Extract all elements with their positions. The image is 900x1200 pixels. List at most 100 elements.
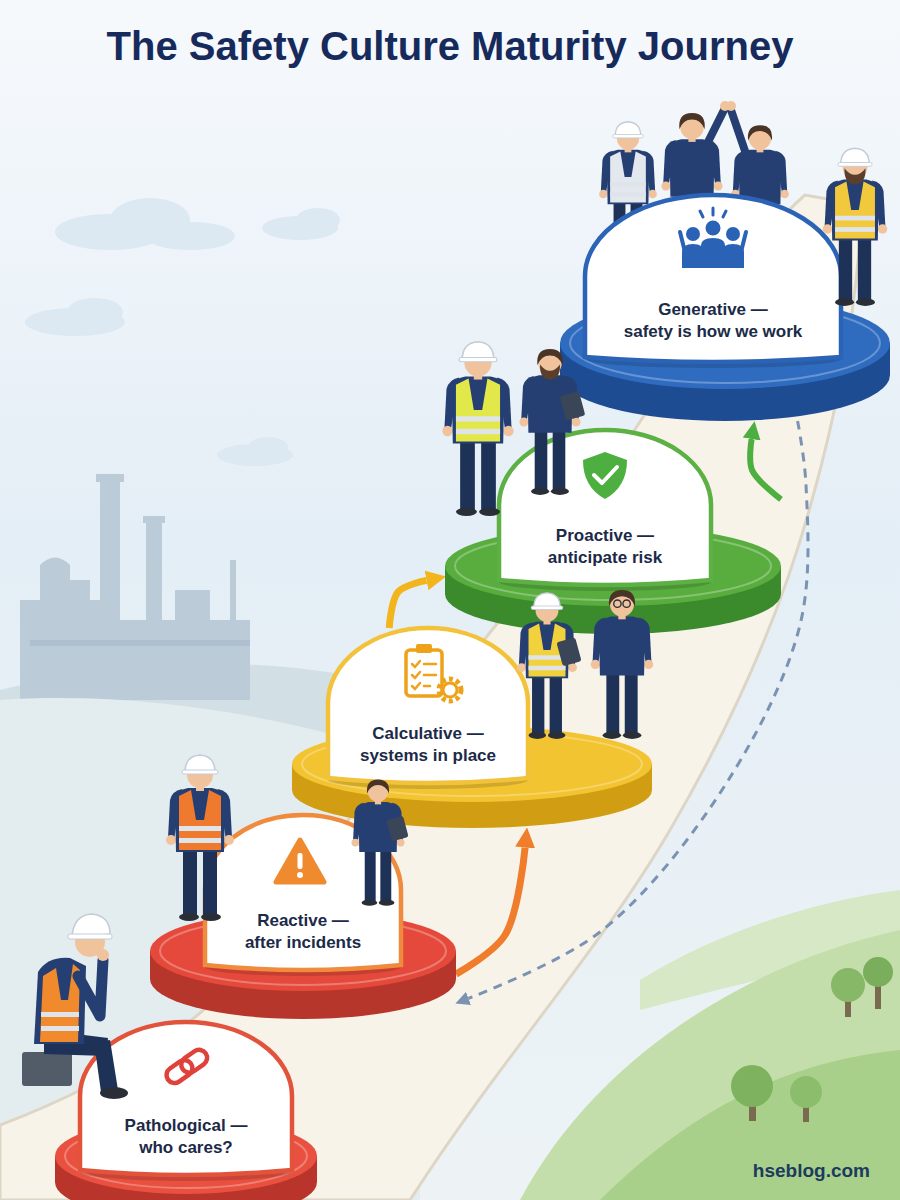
- worker-figure-part: [456, 416, 500, 434]
- checklist-icon-part: [412, 661, 420, 689]
- seated-worker-part: [68, 934, 112, 939]
- stage-dome: [205, 815, 401, 970]
- worker-figure-part: [540, 364, 560, 379]
- team-icon-part: [700, 208, 726, 217]
- stage-label-area: Pathological — who cares?: [80, 1115, 292, 1159]
- diagram-title: The Safety Culture Maturity Journey: [107, 24, 794, 69]
- chain-icon: [163, 1047, 210, 1086]
- stage-dome: [80, 1022, 292, 1175]
- team-icon-part: [706, 221, 721, 236]
- worker-figure-part: [560, 391, 586, 420]
- tree-part: [875, 985, 881, 1009]
- worker-figure-part: [844, 168, 865, 184]
- cloud-part: [67, 298, 123, 326]
- factory-silhouette: [20, 474, 250, 700]
- worker-figure: [351, 779, 408, 905]
- worker-figure-part: [823, 155, 888, 306]
- worker-figure-part: [442, 349, 513, 516]
- worker-figure-part: [367, 779, 389, 793]
- worker-figure-part: [459, 342, 497, 362]
- stage-dome: [585, 195, 841, 362]
- shield-icon-part: [594, 467, 617, 483]
- team-worker-part: [613, 122, 644, 138]
- worker-figure-part: [556, 637, 581, 666]
- seated-worker-part: [40, 964, 80, 1042]
- factory-silhouette-part: [175, 590, 210, 620]
- team-worker-part: [748, 125, 772, 140]
- platform-shape: [55, 1022, 317, 1200]
- worker-figure: [591, 590, 654, 739]
- shield-icon: [583, 452, 627, 499]
- checklist-icon-part: [443, 683, 457, 697]
- cloud-part: [145, 222, 235, 250]
- worker-figure-part: [166, 762, 234, 921]
- journey-road: [0, 195, 862, 1200]
- seated-worker-part: [41, 1012, 79, 1017]
- stage-dome: [328, 628, 528, 783]
- label-line: Generative —: [624, 299, 803, 321]
- title-area: The Safety Culture Maturity Journey: [0, 24, 900, 69]
- factory-silhouette-part: [96, 474, 124, 482]
- worker-figure: [823, 148, 888, 306]
- warning-icon-part: [297, 872, 303, 878]
- checklist-icon-part: [406, 650, 442, 696]
- tree: [731, 957, 893, 1122]
- label-line: after incidents: [245, 932, 361, 954]
- label-line: Reactive —: [245, 910, 361, 932]
- stage-label: Generative — safety is how we work: [624, 299, 803, 343]
- worker-figure: [519, 349, 585, 495]
- high-five-arms: [708, 101, 745, 151]
- worker-figure-part: [386, 816, 408, 842]
- factory-silhouette-part: [30, 640, 250, 646]
- checklist-icon-part: [416, 644, 432, 653]
- label-line: Proactive —: [548, 525, 662, 547]
- stage-platform: Generative — safety is how we work: [560, 195, 890, 421]
- high-five-arms-part: [726, 101, 736, 111]
- worker-figure-part: [519, 352, 580, 495]
- label-area: hseblog.com: [753, 1160, 870, 1182]
- tree-part: [863, 957, 893, 987]
- worker-figure-part: [835, 216, 875, 232]
- progress-arrow: [750, 439, 781, 499]
- stage-label: Calculative — systems in place: [360, 723, 496, 767]
- stage-label-area: Generative — safety is how we work: [585, 299, 841, 343]
- warning-icon: [276, 840, 324, 882]
- worker-figure-part: [182, 755, 218, 774]
- warning-icon-part: [298, 853, 303, 869]
- worker-figure-part: [614, 600, 631, 607]
- worker-figure: [517, 593, 581, 739]
- chain-icon-part: [178, 1047, 210, 1076]
- seated-worker-part: [41, 1026, 79, 1031]
- seated-worker-part: [72, 914, 110, 938]
- team-icon-part: [726, 227, 740, 241]
- seated-worker-part: [94, 1040, 118, 1092]
- worker-figure-part: [529, 655, 566, 670]
- seated-worker-part: [97, 949, 109, 961]
- checklist-icon: [406, 644, 461, 701]
- team-icon-part: [722, 244, 744, 268]
- label-line: who cares?: [125, 1137, 248, 1159]
- stage-label-area: Reactive — after incidents: [205, 910, 401, 954]
- cloud-part: [296, 208, 340, 232]
- seated-worker-part: [100, 1087, 128, 1099]
- worker-figure-part: [531, 593, 563, 610]
- team-worker-part: [610, 182, 646, 196]
- stage-platform: Calculative — systems in place: [292, 628, 652, 828]
- chain-icon-part: [163, 1057, 195, 1086]
- stage-label-area: Calculative — systems in place: [328, 723, 528, 767]
- stage-label-area: Proactive — anticipate risk: [499, 525, 711, 569]
- seated-worker-part: [34, 958, 86, 1044]
- team-icon-part: [686, 227, 700, 241]
- label-line: Pathological —: [125, 1115, 248, 1137]
- team-icon: [680, 208, 746, 268]
- worker-figure-part: [179, 826, 221, 843]
- worker-figure-part: [351, 782, 404, 906]
- factory-silhouette-part: [143, 516, 165, 523]
- tree-part: [790, 1076, 822, 1108]
- seated-worker-part: [44, 1030, 108, 1056]
- watermark: hseblog.com: [753, 1160, 870, 1182]
- stage-label: Reactive — after incidents: [245, 910, 361, 954]
- checklist-icon-part: [424, 664, 436, 686]
